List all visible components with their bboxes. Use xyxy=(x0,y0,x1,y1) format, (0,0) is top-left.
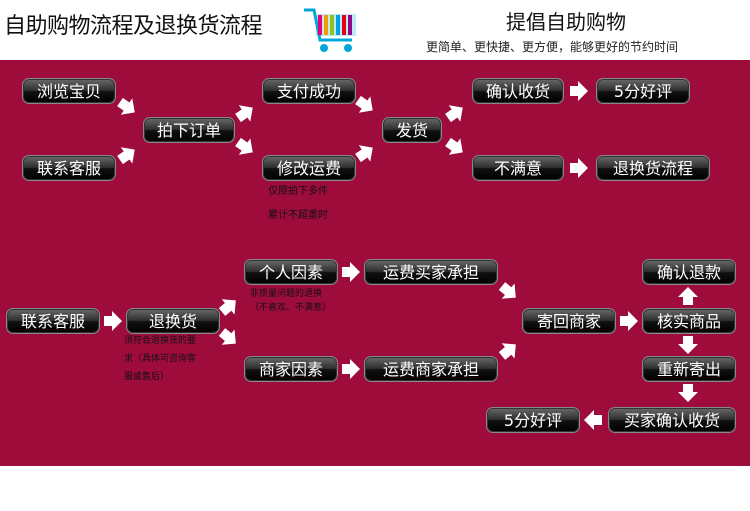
return-note-3: 服或售后） xyxy=(124,372,170,382)
node-browse: 浏览宝贝 xyxy=(22,78,116,104)
subslogan: 更简单、更快捷、更方便，能够更好的节约时间 xyxy=(426,40,679,54)
node-return-exchange: 退换货 xyxy=(126,308,220,334)
node-confirm-refund: 确认退款 xyxy=(642,259,736,285)
personal-note-2: （不喜欢、不满意） xyxy=(250,303,332,313)
modify-note-1: 仅限拍下多件 xyxy=(268,186,328,197)
node-verify-goods: 核实商品 xyxy=(642,308,736,334)
header: 自助购物流程及退换货流程 提倡自助购物 更简单、更快捷、更方便，能够更好的节约时… xyxy=(0,0,750,60)
node-merchant-factor: 商家因素 xyxy=(244,356,338,382)
return-note-1: 须符合退换货的要 xyxy=(124,336,197,346)
node-merchant-pays-shipping: 运费商家承担 xyxy=(364,356,498,382)
node-buyer-pays-shipping: 运费买家承担 xyxy=(364,259,498,285)
return-note-2: 求（具体可咨询客 xyxy=(124,354,197,364)
node-unsatisfied: 不满意 xyxy=(472,155,564,181)
node-pay-success: 支付成功 xyxy=(262,78,356,104)
node-five-star-1: 5分好评 xyxy=(596,78,690,104)
page-title: 自助购物流程及退换货流程 xyxy=(4,14,263,39)
modify-note-2: 累计不超重时 xyxy=(268,210,328,221)
node-contact-service-2: 联系客服 xyxy=(6,308,100,334)
personal-note-1: 非质量问题的退换 xyxy=(250,289,323,299)
node-place-order: 拍下订单 xyxy=(143,117,235,143)
node-modify-fee: 修改运费 xyxy=(262,155,356,181)
node-send-back: 寄回商家 xyxy=(522,308,616,334)
slogan: 提倡自助购物 xyxy=(506,10,626,34)
node-five-star-2: 5分好评 xyxy=(486,407,580,433)
node-return-flow: 退换货流程 xyxy=(596,155,710,181)
node-buyer-confirm-receipt: 买家确认收货 xyxy=(608,407,736,433)
node-personal-factor: 个人因素 xyxy=(244,259,338,285)
node-ship: 发货 xyxy=(382,117,442,143)
shopping-cart-icon xyxy=(304,8,356,52)
node-contact-service: 联系客服 xyxy=(22,155,116,181)
node-confirm-receipt: 确认收货 xyxy=(472,78,564,104)
node-resend: 重新寄出 xyxy=(642,356,736,382)
